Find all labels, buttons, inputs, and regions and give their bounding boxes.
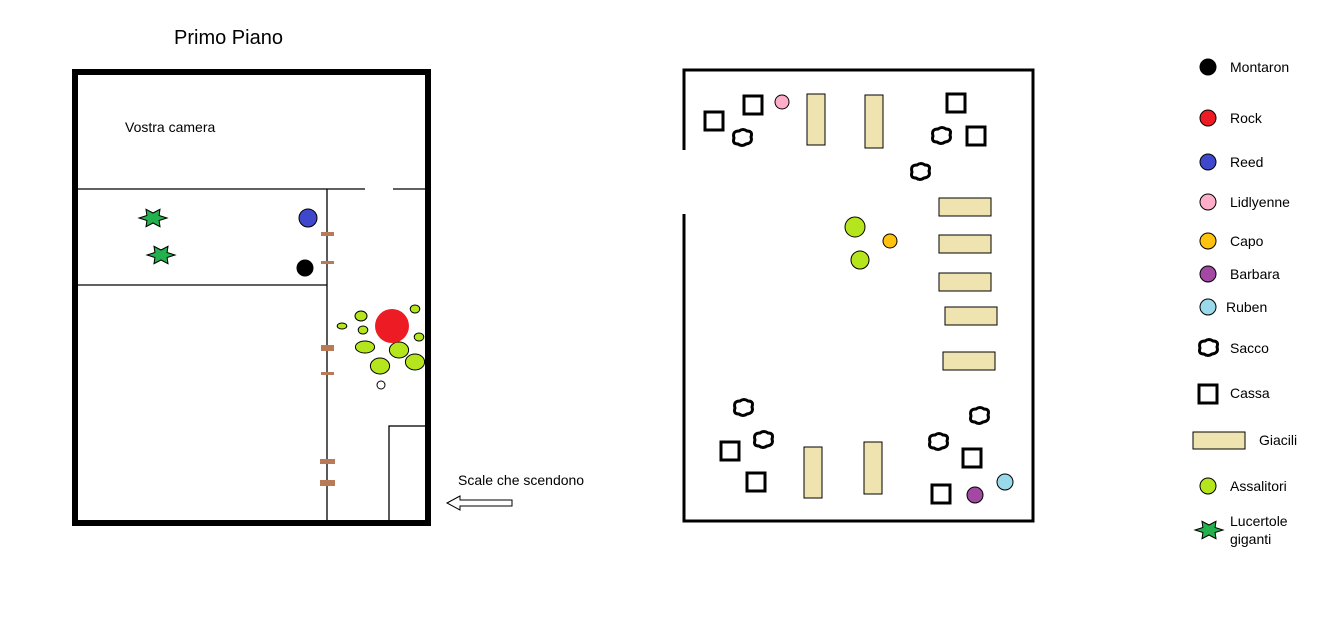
rock-token [375, 309, 409, 343]
legend-montaron-icon [1199, 58, 1217, 76]
attacker-token [354, 340, 376, 354]
legend-item-montaron: Montaron [1199, 58, 1289, 76]
sack [732, 128, 753, 147]
legend-label: Reed [1230, 154, 1263, 170]
crate [961, 447, 983, 469]
map-title: Primo Piano [174, 27, 283, 49]
crate [945, 92, 967, 114]
bedroll [944, 306, 998, 326]
doorway [680, 150, 688, 214]
crate [742, 94, 764, 116]
attacker-token [844, 216, 866, 238]
legend-item-assalitori: Assalitori [1199, 477, 1287, 495]
legend-reed-icon [1199, 153, 1217, 171]
reed-token [298, 208, 318, 228]
attacker-token [388, 341, 410, 359]
sack [733, 398, 754, 417]
capo-token [882, 233, 898, 249]
interior-walls [77, 188, 428, 523]
legend-item-cassa: Cassa [1197, 383, 1270, 405]
crate [703, 110, 725, 132]
legend-barbara-icon [1199, 265, 1217, 283]
legend-item-lidlyenne: Lidlyenne [1199, 193, 1290, 211]
legend-label: Giacili [1259, 432, 1297, 448]
legend-capo-icon [1199, 232, 1217, 250]
legend-item-giacili: Giacili [1192, 431, 1297, 450]
bedroll [803, 446, 823, 499]
bedroll [942, 351, 996, 371]
legend-label: Montaron [1230, 59, 1289, 75]
legend-label: Cassa [1230, 385, 1270, 401]
attacker-token [369, 357, 391, 375]
legend-label: Lidlyenne [1230, 194, 1290, 210]
ruben-token [996, 473, 1014, 491]
legend-item-barbara: Barbara [1199, 265, 1280, 283]
sack [969, 406, 990, 425]
stairs-label: Scale che scendono [458, 472, 584, 488]
sack [753, 430, 774, 449]
crate [745, 471, 767, 493]
room-label: Vostra camera [125, 119, 215, 135]
legend-assalitori-icon [1199, 477, 1217, 495]
legend-ruben-icon [1199, 298, 1217, 316]
legend-label: Rock [1230, 110, 1263, 126]
legend-item-ruben: Ruben [1199, 298, 1267, 316]
giant-lizard-token [145, 245, 177, 265]
bedroll [864, 94, 884, 149]
legend-item-capo: Capo [1199, 232, 1264, 250]
crate-icon [1197, 383, 1219, 405]
bedroll-icon [1192, 431, 1246, 450]
sack [928, 432, 949, 451]
left-floor-outline [72, 69, 431, 526]
legend-label: Assalitori [1230, 478, 1287, 494]
legend-label: Ruben [1226, 299, 1267, 315]
attacker-token [850, 250, 870, 270]
legend-label: Sacco [1230, 340, 1269, 356]
sack-icon [1198, 338, 1219, 357]
crate [930, 483, 952, 505]
crate [719, 440, 741, 462]
bedroll [806, 93, 826, 146]
right-floor-outline [682, 68, 1035, 523]
bedroll [938, 197, 992, 217]
legend-rock-icon [1199, 109, 1217, 127]
attacker-token [413, 332, 425, 342]
arrow-left-icon [445, 495, 513, 511]
legend-label: giganti [1230, 531, 1271, 547]
attacker-token [357, 325, 369, 335]
legend-label: Barbara [1230, 266, 1280, 282]
giant-lizard-token [137, 208, 169, 228]
attacker-token [354, 310, 368, 322]
legend: MontaronRockReedLidlyenneCapoBarbaraRube… [1192, 58, 1297, 547]
attacker-token [404, 353, 426, 371]
attacker-token [336, 322, 348, 330]
montaron-token [296, 259, 314, 277]
sack [931, 126, 952, 145]
legend-lidlyenne-icon [1199, 193, 1217, 211]
small-token [376, 380, 386, 390]
legend-item-lucertole: Lucertole giganti [1193, 513, 1288, 547]
lidlyenne-token [774, 94, 790, 110]
lizard-icon [1193, 520, 1225, 540]
legend-item-sacco: Sacco [1198, 338, 1269, 357]
attacker-token [409, 304, 421, 314]
legend-label: Lucertole [1230, 513, 1288, 529]
sack [910, 162, 931, 181]
bedroll [938, 272, 992, 292]
bedroll [863, 441, 883, 495]
legend-item-rock: Rock [1199, 109, 1263, 127]
bedroll [938, 234, 992, 254]
doors [320, 232, 335, 486]
crate [965, 125, 987, 147]
legend-label: Capo [1230, 233, 1264, 249]
legend-item-reed: Reed [1199, 153, 1263, 171]
barbara-token [966, 486, 984, 504]
